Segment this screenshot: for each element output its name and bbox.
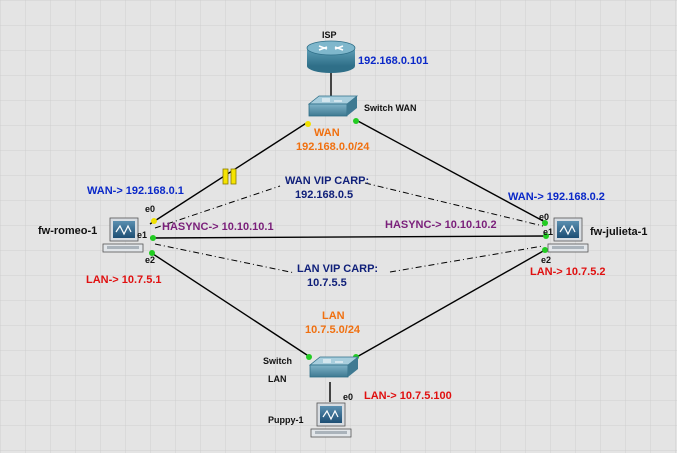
switch-lan-label-line2: LAN	[268, 374, 287, 384]
wan-vip-ip: 192.168.0.5	[295, 189, 354, 201]
wan-vip-title: WAN VIP CARP:	[285, 175, 370, 187]
link-julieta-switch-lan[interactable]	[354, 249, 546, 359]
status-dot-switch-lan-romeo	[306, 354, 312, 360]
lan-vip-ip: 10.7.5.5	[307, 277, 347, 289]
wan-vip-dashed-left	[154, 185, 281, 229]
julieta-port-e0: e0	[539, 212, 550, 222]
lan-vip-dashed-left	[154, 243, 296, 274]
link-romeo-switch-wan[interactable]	[149, 121, 309, 225]
workstation-icon-puppy[interactable]	[310, 402, 352, 438]
wan-vip-dashed-right	[364, 182, 544, 227]
julieta-port-e2: e2	[541, 255, 552, 265]
romeo-port-e1: e1	[137, 230, 148, 240]
isp-label: ISP	[322, 30, 337, 40]
fw-romeo-label: fw-romeo-1	[38, 225, 98, 237]
puppy-port-e0: e0	[343, 392, 354, 402]
fw-julieta-label: fw-julieta-1	[590, 226, 648, 238]
lan-network-name: LAN	[322, 310, 345, 322]
status-dot-julieta-e1	[543, 233, 549, 239]
pause-icon[interactable]	[222, 168, 237, 185]
switch-lan-icon[interactable]	[308, 356, 360, 378]
status-dot-romeo-e0	[151, 218, 157, 224]
lan-network-cidr: 10.7.5.0/24	[305, 324, 361, 336]
switch-lan-label-line1: Switch	[263, 356, 293, 366]
link-julieta-switch-wan[interactable]	[355, 119, 546, 223]
lan-vip-title: LAN VIP CARP:	[297, 263, 379, 275]
puppy-label: Puppy-1	[268, 415, 304, 425]
status-dot-julieta-e0	[542, 220, 548, 226]
link-hasync[interactable]	[149, 235, 549, 239]
link-romeo-switch-lan[interactable]	[149, 251, 311, 358]
romeo-port-e0: e0	[145, 204, 156, 214]
router-icon[interactable]	[306, 40, 356, 73]
status-dot-julieta-e2	[542, 247, 548, 253]
status-dot-switch-wan-romeo	[305, 121, 311, 127]
status-dot-switch-wan-julieta	[353, 118, 359, 124]
isp-ip-label: 192.168.0.101	[358, 55, 429, 67]
workstation-icon-julieta[interactable]	[547, 217, 589, 253]
julieta-port-e1: e1	[543, 227, 554, 237]
romeo-lan-ip: LAN-> 10.7.5.1	[86, 274, 162, 286]
status-dot-romeo-e1	[150, 235, 156, 241]
romeo-wan-ip: WAN-> 192.168.0.1	[87, 185, 184, 197]
julieta-lan-ip: LAN-> 10.7.5.2	[530, 266, 606, 278]
switch-wan-icon[interactable]	[307, 95, 359, 117]
julieta-hasync-ip: HASYNC-> 10.10.10.2	[385, 219, 497, 231]
wan-network-cidr: 192.168.0.0/24	[296, 141, 370, 153]
switch-wan-label: Switch WAN	[364, 103, 417, 113]
julieta-wan-ip: WAN-> 192.168.0.2	[508, 191, 605, 203]
romeo-hasync-ip: HASYNC-> 10.10.10.1	[162, 221, 274, 233]
status-dot-romeo-e2	[149, 250, 155, 256]
puppy-lan-ip: LAN-> 10.7.5.100	[364, 390, 452, 402]
romeo-port-e2: e2	[145, 255, 156, 265]
wan-network-name: WAN	[314, 127, 340, 139]
workstation-icon-romeo[interactable]	[102, 217, 144, 253]
